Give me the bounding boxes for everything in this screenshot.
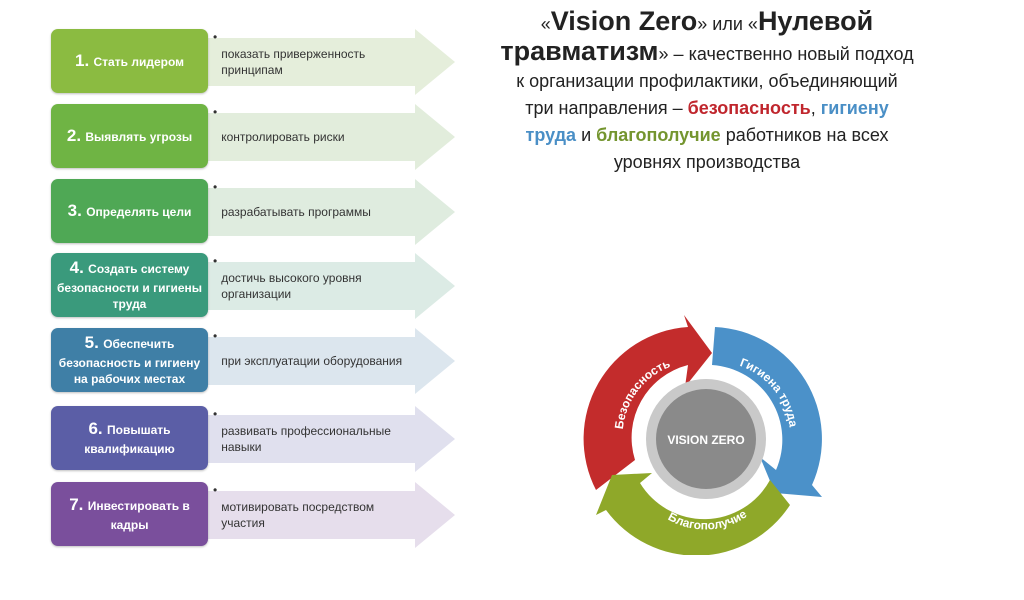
step-desc-text: мотивировать посредством участия <box>221 499 375 530</box>
steps-list: 1. Стать лидером • показать приверженнос… <box>0 0 470 600</box>
step-5: 5. Обеспечить безопасность и гигиену на … <box>0 328 460 394</box>
step-number: 2. <box>66 125 82 145</box>
bullet: • <box>213 254 218 268</box>
step-number: 1. <box>74 50 90 70</box>
step-description: • достичь высокого уровня организации <box>213 253 413 319</box>
step-box: 3. Определять цели <box>51 179 208 243</box>
step-box: 4. Создать систему безопасности и гигиен… <box>51 253 208 317</box>
step-number: 5. <box>84 333 99 353</box>
step-number: 3. <box>67 200 82 220</box>
bullet: • <box>213 483 218 497</box>
and-word: и <box>581 125 592 145</box>
step-number: 6. <box>88 419 103 439</box>
step-arrow <box>190 179 455 245</box>
step-description: • мотивировать посредством участия <box>213 482 413 548</box>
hygiene-term: гигиену труда <box>525 98 889 145</box>
step-box: 2. Выявлять угрозы <box>51 104 208 168</box>
quote-close: » – <box>658 44 684 64</box>
step-box: 7. Инвестировать в кадры <box>51 482 208 546</box>
segment-safety <box>583 315 712 490</box>
step-arrow <box>190 104 455 170</box>
comma: , <box>810 98 816 118</box>
headline-body: качественно новый подход к организации п… <box>516 44 914 118</box>
step-desc-text: показать приверженность принципам <box>221 46 366 77</box>
wellbeing-term: благополучие <box>596 125 721 145</box>
step-title: Выявлять угрозы <box>85 129 193 144</box>
step-desc-text: контролировать риски <box>221 129 345 144</box>
step-arrow <box>190 482 455 548</box>
step-arrow <box>190 253 455 319</box>
step-2: 2. Выявлять угрозы • контролировать риск… <box>0 104 460 170</box>
step-title: Повышать квалификацию <box>84 423 175 457</box>
vision-zero-title: Vision Zero <box>550 6 698 36</box>
step-desc-text: разрабатывать программы <box>221 204 371 219</box>
step-box: 1. Стать лидером <box>51 29 208 93</box>
segment-hygiene <box>712 327 822 497</box>
bullet: • <box>213 407 218 421</box>
step-arrow <box>190 29 455 95</box>
step-description: • развивать профессиональные навыки <box>213 406 413 472</box>
step-description: • разрабатывать программы <box>213 179 413 245</box>
step-number: 7. <box>69 495 84 515</box>
step-title: Определять цели <box>86 204 192 219</box>
headline: «Vision Zero» или «Нулевой травматизм» –… <box>500 8 914 176</box>
segment-wellbeing <box>596 473 790 555</box>
bullet: • <box>213 105 218 119</box>
step-arrow <box>190 328 455 394</box>
step-description: • при эксплуатации оборудования <box>213 328 413 394</box>
step-7: 7. Инвестировать в кадры • мотивировать … <box>0 482 460 548</box>
vision-zero-cycle: VISION ZERO Безопасность Гигиена труда Б… <box>583 315 822 555</box>
step-6: 6. Повышать квалификацию • развивать про… <box>0 406 460 472</box>
center-label: VISION ZERO <box>667 433 744 447</box>
step-desc-text: достичь высокого уровня организации <box>221 270 362 301</box>
step-desc-text: развивать профессиональные навыки <box>221 423 391 454</box>
step-arrow <box>190 406 455 472</box>
bullet: • <box>213 329 218 343</box>
or-connector: » или « <box>697 14 758 34</box>
step-title: Стать лидером <box>93 54 184 69</box>
step-box: 5. Обеспечить безопасность и гигиену на … <box>51 328 208 392</box>
step-desc-text: при эксплуатации оборудования <box>221 353 403 368</box>
quote-open: « <box>540 14 551 34</box>
step-number: 4. <box>69 258 84 278</box>
bullet: • <box>213 30 218 44</box>
step-title: Обеспечить безопасность и гигиену на раб… <box>58 337 201 387</box>
bullet: • <box>213 180 218 194</box>
step-title: Инвестировать в кадры <box>87 499 190 533</box>
zero-injury-title: Нулевой травматизм <box>500 6 874 66</box>
step-description: • показать приверженность принципам <box>213 29 413 95</box>
step-description: • контролировать риски <box>213 104 413 170</box>
step-1: 1. Стать лидером • показать приверженнос… <box>0 29 460 95</box>
headline-tail: работников на всех уровнях производства <box>613 125 889 172</box>
step-4: 4. Создать систему безопасности и гигиен… <box>0 253 460 319</box>
step-3: 3. Определять цели • разрабатывать прогр… <box>0 179 460 245</box>
safety-term: безопасность <box>687 98 811 118</box>
step-title: Создать систему безопасности и гигиены т… <box>57 262 202 312</box>
step-box: 6. Повышать квалификацию <box>51 406 208 470</box>
center-disc <box>656 389 756 489</box>
